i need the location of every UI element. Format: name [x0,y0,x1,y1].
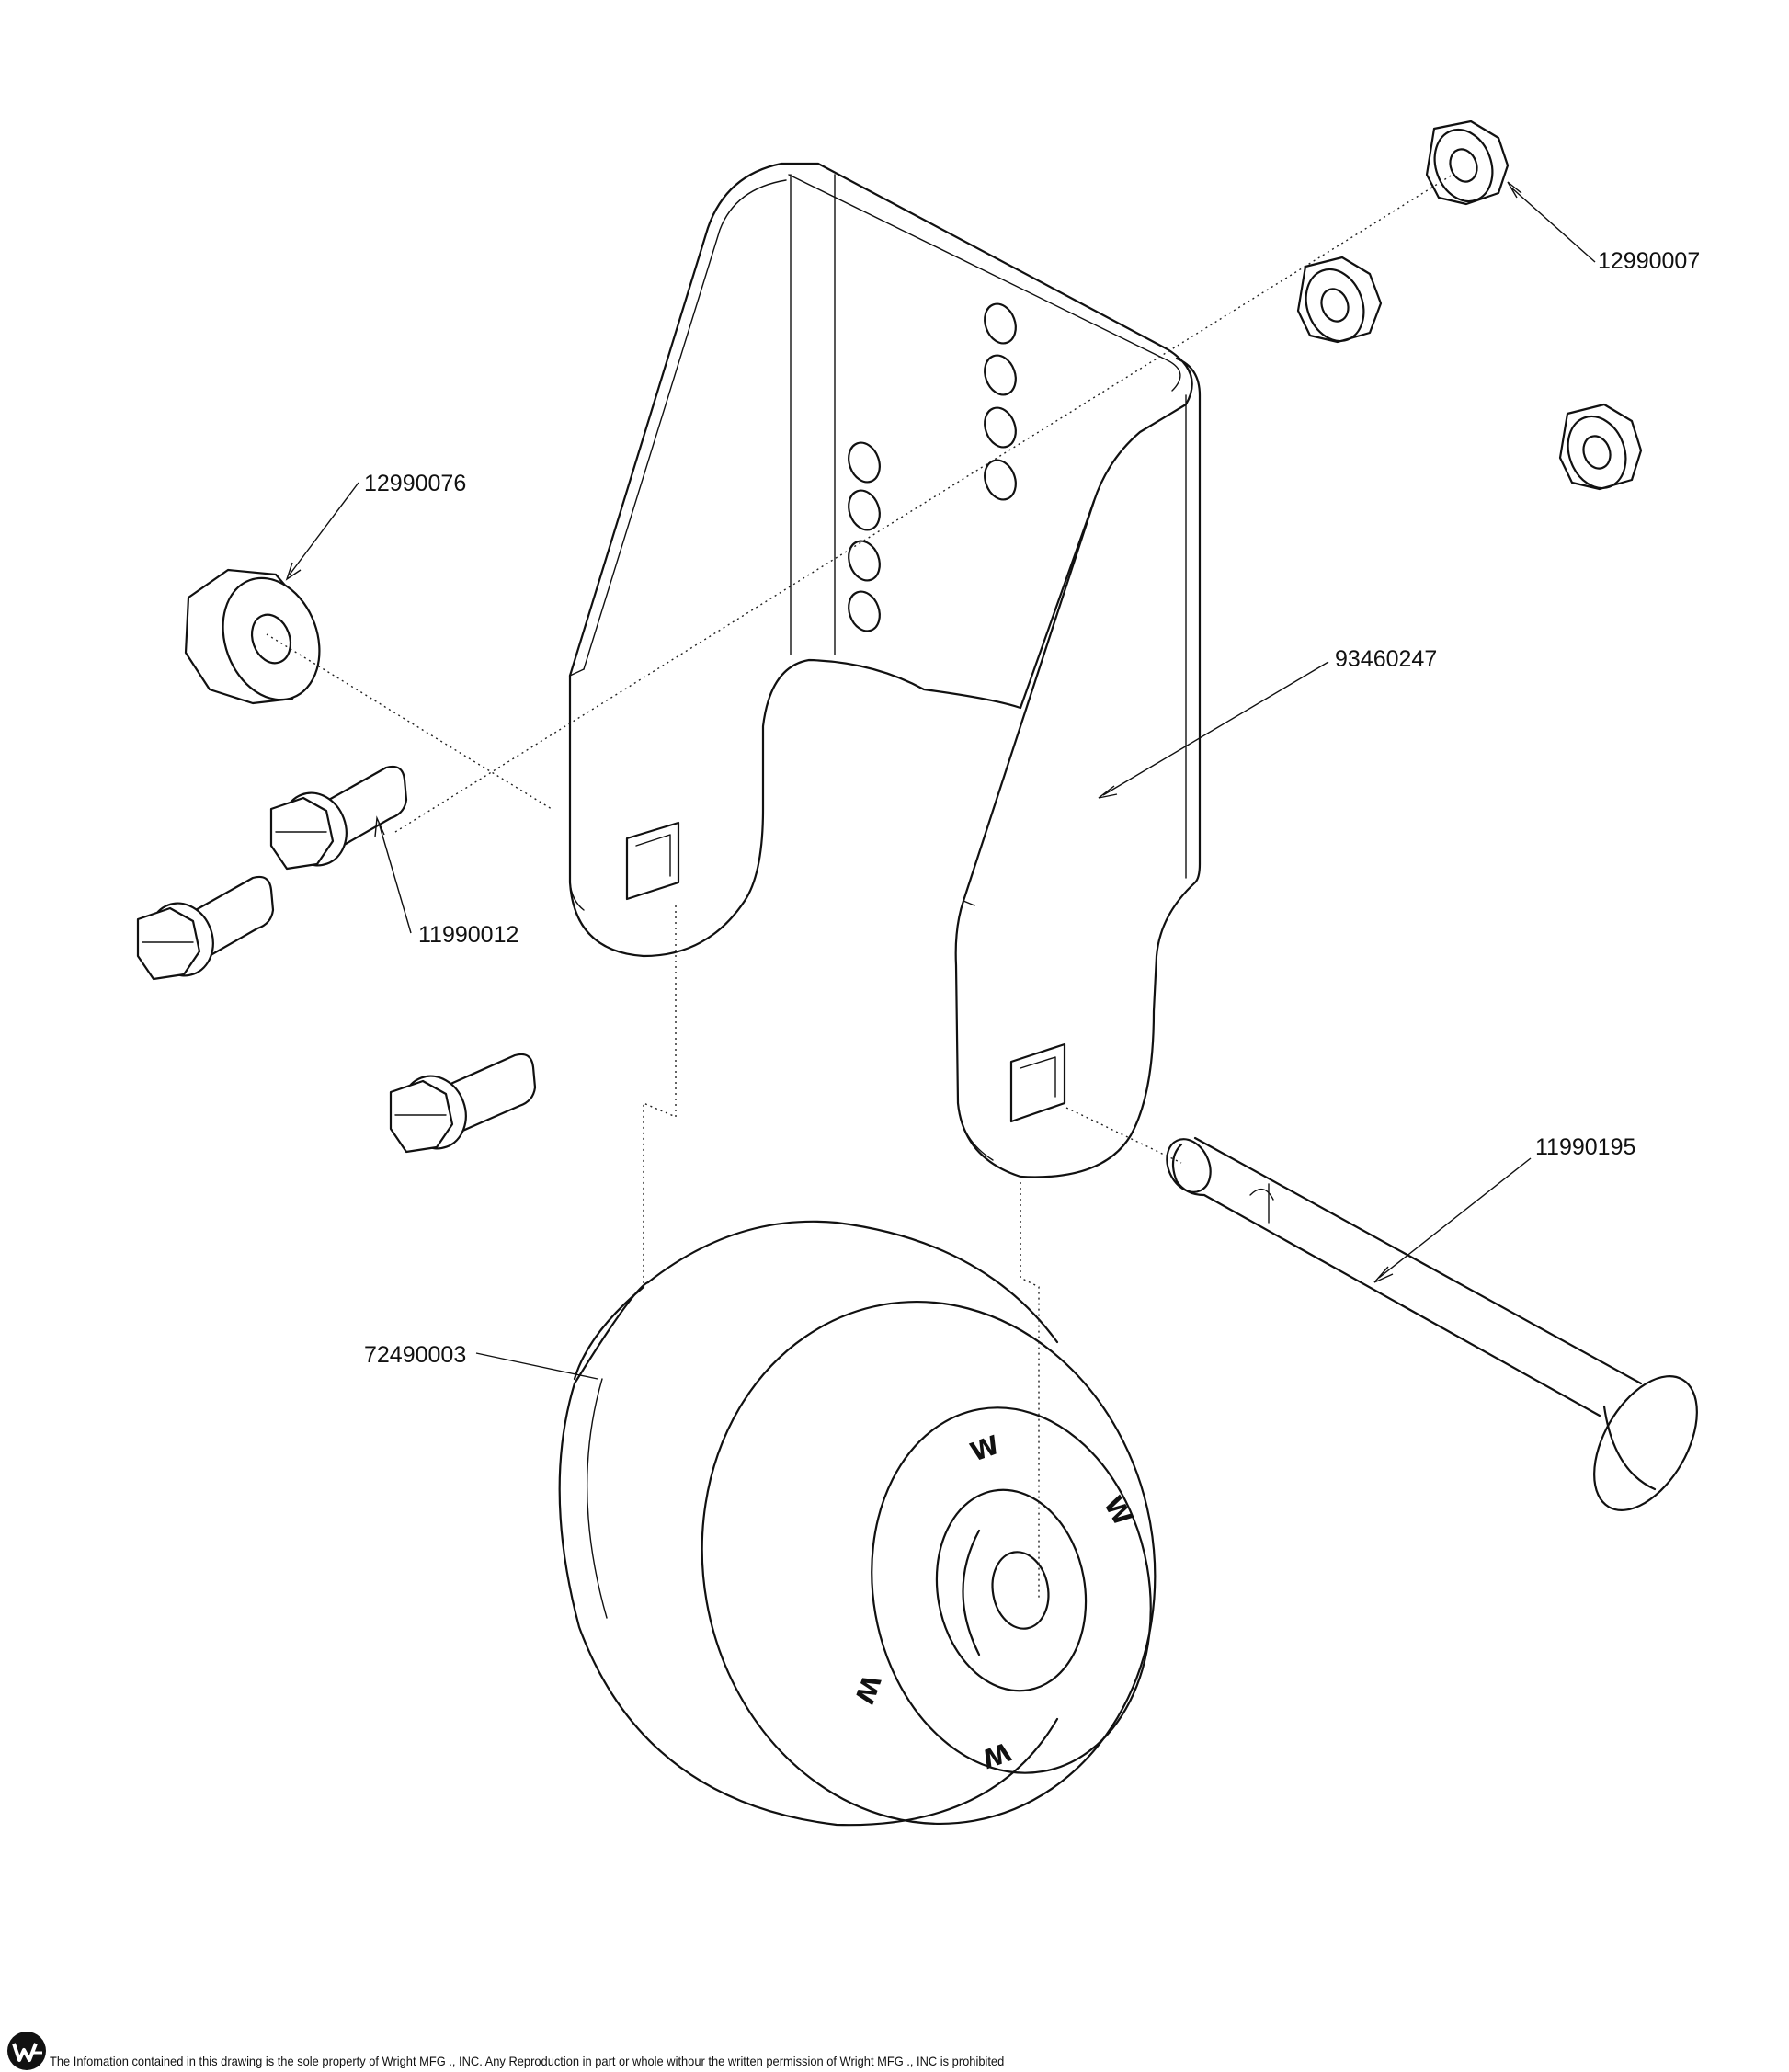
bolt-2 [136,875,275,981]
leader-lines [285,181,1596,1380]
wheel-mark: W [1098,1491,1138,1531]
flange-nut-top [1425,120,1510,206]
callout-axle-bolt: 11990195 [1535,1134,1636,1160]
assembly-lines [266,174,1453,1600]
wheel-mark: W [966,1429,1003,1468]
roller-wheel: W W W W [558,1220,1157,1827]
callout-roller: 72490003 [364,1342,467,1368]
footer: The Infomation contained in this drawing… [0,2028,1789,2070]
footer-disclaimer: The Infomation contained in this drawing… [50,2054,1005,2068]
axle-bolt [1166,1136,1698,1511]
wheel-mark: W [977,1736,1014,1774]
callout-flange-bushing: 12990076 [364,471,467,496]
wright-logo-icon [7,2032,46,2070]
callout-bracket: 93460247 [1335,646,1438,672]
flange-nut-lower [1558,403,1643,491]
flange-nut-middle [1296,256,1383,344]
bracket-part [568,162,1202,1178]
callout-flange-nut: 12990007 [1598,248,1701,274]
wheel-mark: W [849,1671,887,1708]
bolt-3 [389,1053,537,1154]
flange-bushing [184,568,321,705]
callout-bolt: 11990012 [418,922,519,948]
bolt-1 [269,765,408,871]
